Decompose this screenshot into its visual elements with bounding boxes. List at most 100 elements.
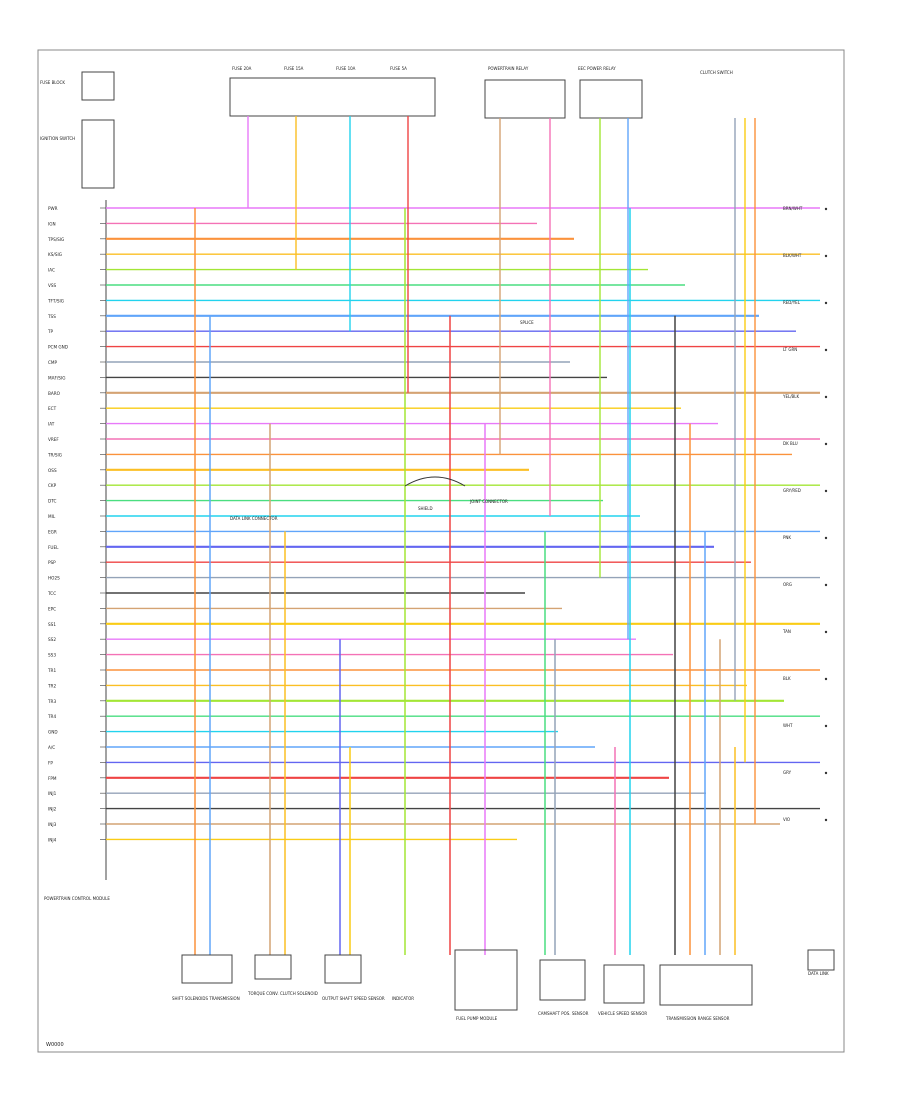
pcm-pin-label: GND — [48, 730, 58, 735]
component-box — [324, 954, 362, 984]
data-link-connector-label: DATA LINK CONNECTOR — [230, 516, 278, 521]
pcm-pin-label: ECT — [48, 406, 57, 411]
fuse-block-label: FUSE BLOCK — [40, 80, 65, 85]
pcm-pin-label: FPM — [48, 776, 57, 781]
pcm-pin-label: MAF/SIG — [48, 375, 65, 380]
pcm-pin-label: HO2S — [48, 576, 60, 581]
connector-dot — [824, 724, 828, 728]
pcm-pin-label: INJ1 — [48, 791, 57, 796]
connector-dot — [824, 254, 828, 258]
connector-dot — [824, 536, 828, 540]
right-wire-label: TAN — [782, 629, 791, 634]
powertrain-relay-box — [484, 79, 566, 119]
pcm-pin-label: INJ4 — [48, 837, 57, 842]
pcm-pin-label: TP — [47, 329, 54, 334]
component-box — [659, 964, 753, 1006]
component-box — [539, 959, 586, 1001]
pcm-block-label: POWERTRAIN CONTROL MODULE — [44, 896, 110, 901]
shield-arc — [404, 476, 466, 487]
connector-dot — [824, 630, 828, 634]
component-box — [181, 954, 233, 984]
pcm-pin-label: SS1 — [48, 622, 56, 627]
right-wire-label: VIO — [783, 817, 790, 822]
connector-dot — [824, 771, 828, 775]
pcm-pin-label: SS3 — [48, 653, 56, 658]
pcm-pin-label: TFT/SIG — [47, 298, 64, 303]
connector-dot — [824, 301, 828, 305]
pcm-pin-label: CMP — [48, 360, 58, 365]
pcm-pin-label: TSS — [47, 314, 56, 319]
fuse-block-group: FUSE BLOCK IGNITION SWITCH — [40, 71, 115, 189]
bottom-component-label: INDICATOR — [392, 996, 414, 1001]
right-wire-label: BLK — [783, 676, 791, 681]
ignition-switch-box — [81, 119, 115, 189]
pcm-pin-label: IAC — [48, 268, 55, 273]
clutch-switch-label: CLUTCH SWITCH — [700, 70, 733, 75]
pcm-pin-label: IAT — [48, 422, 55, 427]
pcm-pin-label: TR2 — [47, 683, 56, 688]
powertrain-relay-label: POWERTRAIN RELAY — [488, 66, 529, 71]
connector-dot — [824, 348, 828, 352]
bottom-component-label: DATA LINK — [808, 971, 829, 976]
fuse-row: FUSE 20A FUSE 15A FUSE 10A FUSE 5A — [229, 66, 436, 117]
right-wire-label: ORG — [783, 582, 792, 587]
eec-relay-box — [579, 79, 643, 119]
connector-dot — [824, 442, 828, 446]
bottom-component-label: CAMSHAFT POS. SENSOR — [538, 1011, 589, 1016]
right-wire-label: GRY/RED — [783, 488, 801, 493]
fuse-15a-label: FUSE 15A — [284, 66, 304, 71]
right-wire-label: GRY — [783, 770, 792, 775]
pcm-pin-label: EPC — [48, 606, 56, 611]
pcm-pin-label: PSP — [48, 560, 56, 565]
pcm-pin-label: SS2 — [48, 637, 56, 642]
right-wire-label: BLK/WHT — [783, 253, 802, 258]
connector-dot — [824, 395, 828, 399]
component-box — [807, 949, 835, 971]
connector-dot — [824, 677, 828, 681]
ignition-switch-label: IGNITION SWITCH — [40, 136, 75, 141]
fuse-row-box — [229, 77, 436, 117]
diagram-border — [37, 49, 845, 1053]
pcm-pin-label: INJ3 — [48, 822, 57, 827]
joint-connector-label: JOINT CONNECTOR — [469, 499, 508, 504]
right-wire-label: WHT — [783, 723, 793, 728]
pcm-pin-label: PWR — [48, 206, 58, 211]
pcm-pin-label: KS/SIG — [48, 252, 62, 257]
pcm-pin-label: TR4 — [47, 714, 56, 719]
pcm-pin-label: OSS — [48, 468, 57, 473]
pcm-pin-label: A/C — [48, 745, 55, 750]
pcm-pin-label: TPS/SIG — [47, 237, 64, 242]
connector-dot — [824, 489, 828, 493]
pcm-pin-label: EGR — [48, 529, 57, 534]
connector-dot — [824, 583, 828, 587]
connector-dot — [824, 818, 828, 822]
right-wire-label: DK BLU — [783, 441, 798, 446]
pcm-pin-label: IGN — [48, 221, 56, 226]
right-wire-label: BRN/WHT — [783, 206, 803, 211]
component-box — [254, 954, 292, 980]
pcm-pin-label: VSS — [48, 283, 57, 288]
fuse-20a-label: FUSE 20A — [232, 66, 252, 71]
figure-code: W0000 — [46, 1042, 64, 1048]
bottom-component-label: TORQUE CONV. CLUTCH SOLENOID — [247, 991, 318, 996]
component-box — [454, 949, 518, 1011]
bottom-components: SHIFT SOLENOIDS TRANSMISSION TORQUE CONV.… — [172, 949, 835, 1021]
right-wire-label: RED/YEL — [783, 300, 801, 305]
right-wire-label: PNK — [783, 535, 791, 540]
pcm-pin-label: TR3 — [47, 699, 56, 704]
right-wire-label: LT GRN — [783, 347, 797, 352]
connector-dot — [824, 207, 828, 211]
pcm-pin-label: TCC — [47, 591, 56, 596]
pcm-pin-label: VREF — [48, 437, 59, 442]
bottom-component-label: SHIFT SOLENOIDS TRANSMISSION — [172, 996, 240, 1001]
pcm-pin-label: BARO — [48, 391, 61, 396]
pcm-pin-layer: PWRIGNTPS/SIGKS/SIGIACVSSTFT/SIGTSSTPPCM… — [47, 206, 106, 842]
shield-label: SHIELD — [418, 506, 433, 511]
pcm-pin-label: DTC — [48, 499, 57, 504]
pcm-pin-label: CKP — [48, 483, 57, 488]
bottom-component-label: FUEL PUMP MODULE — [456, 1016, 498, 1021]
component-box — [603, 964, 645, 1004]
